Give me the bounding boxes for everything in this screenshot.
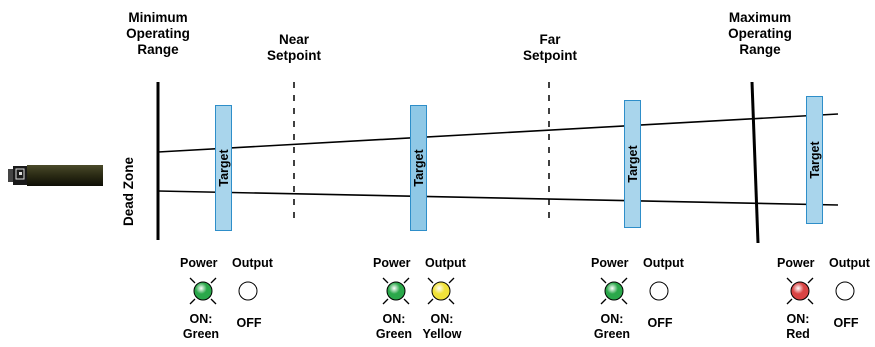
power-2-led-icon	[382, 277, 410, 305]
target-label: Target	[625, 145, 640, 183]
output-2-led-icon	[427, 277, 455, 305]
output-title: Output	[829, 256, 870, 270]
output-state: OFF	[236, 316, 262, 330]
sensor-device-icon	[8, 165, 103, 186]
power-state: ON: Green	[375, 312, 413, 341]
beam-upper-line	[157, 113, 839, 153]
output-1-led-icon	[238, 281, 258, 301]
target-3: Target	[624, 100, 641, 228]
near-setpoint-label: Near Setpoint	[267, 32, 321, 63]
output-state: OFF	[833, 316, 859, 330]
output-title: Output	[643, 256, 684, 270]
power-title: Power	[373, 256, 411, 270]
target-4: Target	[806, 96, 823, 224]
target-label: Target	[807, 141, 822, 179]
output-state: ON: Yellow	[422, 312, 462, 341]
power-title: Power	[591, 256, 629, 270]
power-3-led-icon	[600, 277, 628, 305]
maximum-range-line	[750, 81, 760, 244]
power-state: ON: Green	[593, 312, 631, 341]
indicator-group-1: Power Output ON: Green OFF	[178, 256, 288, 346]
maximum-operating-range-label: Maximum Operating Range	[728, 10, 792, 57]
power-title: Power	[180, 256, 218, 270]
beam-lower-line	[157, 190, 839, 206]
power-title: Power	[777, 256, 815, 270]
target-2: Target	[410, 105, 427, 231]
output-title: Output	[232, 256, 273, 270]
indicator-group-4: Power Output ON: Red OFF	[775, 256, 875, 346]
output-4-led-icon	[835, 281, 855, 301]
target-label: Target	[411, 149, 426, 187]
indicator-group-3: Power Output ON: Green OFF	[589, 256, 699, 346]
power-1-led-icon	[189, 277, 217, 305]
far-setpoint-label: Far Setpoint	[523, 32, 577, 63]
indicator-group-2: Power Output ON: Green ON: Yellow	[371, 256, 481, 346]
power-state: ON: Green	[182, 312, 220, 341]
output-title: Output	[425, 256, 466, 270]
power-state: ON: Red	[786, 312, 810, 341]
power-4-led-icon	[786, 277, 814, 305]
output-state: OFF	[647, 316, 673, 330]
target-label: Target	[216, 149, 231, 187]
minimum-operating-range-label: Minimum Operating Range	[126, 10, 190, 57]
output-3-led-icon	[649, 281, 669, 301]
target-1: Target	[215, 105, 232, 231]
